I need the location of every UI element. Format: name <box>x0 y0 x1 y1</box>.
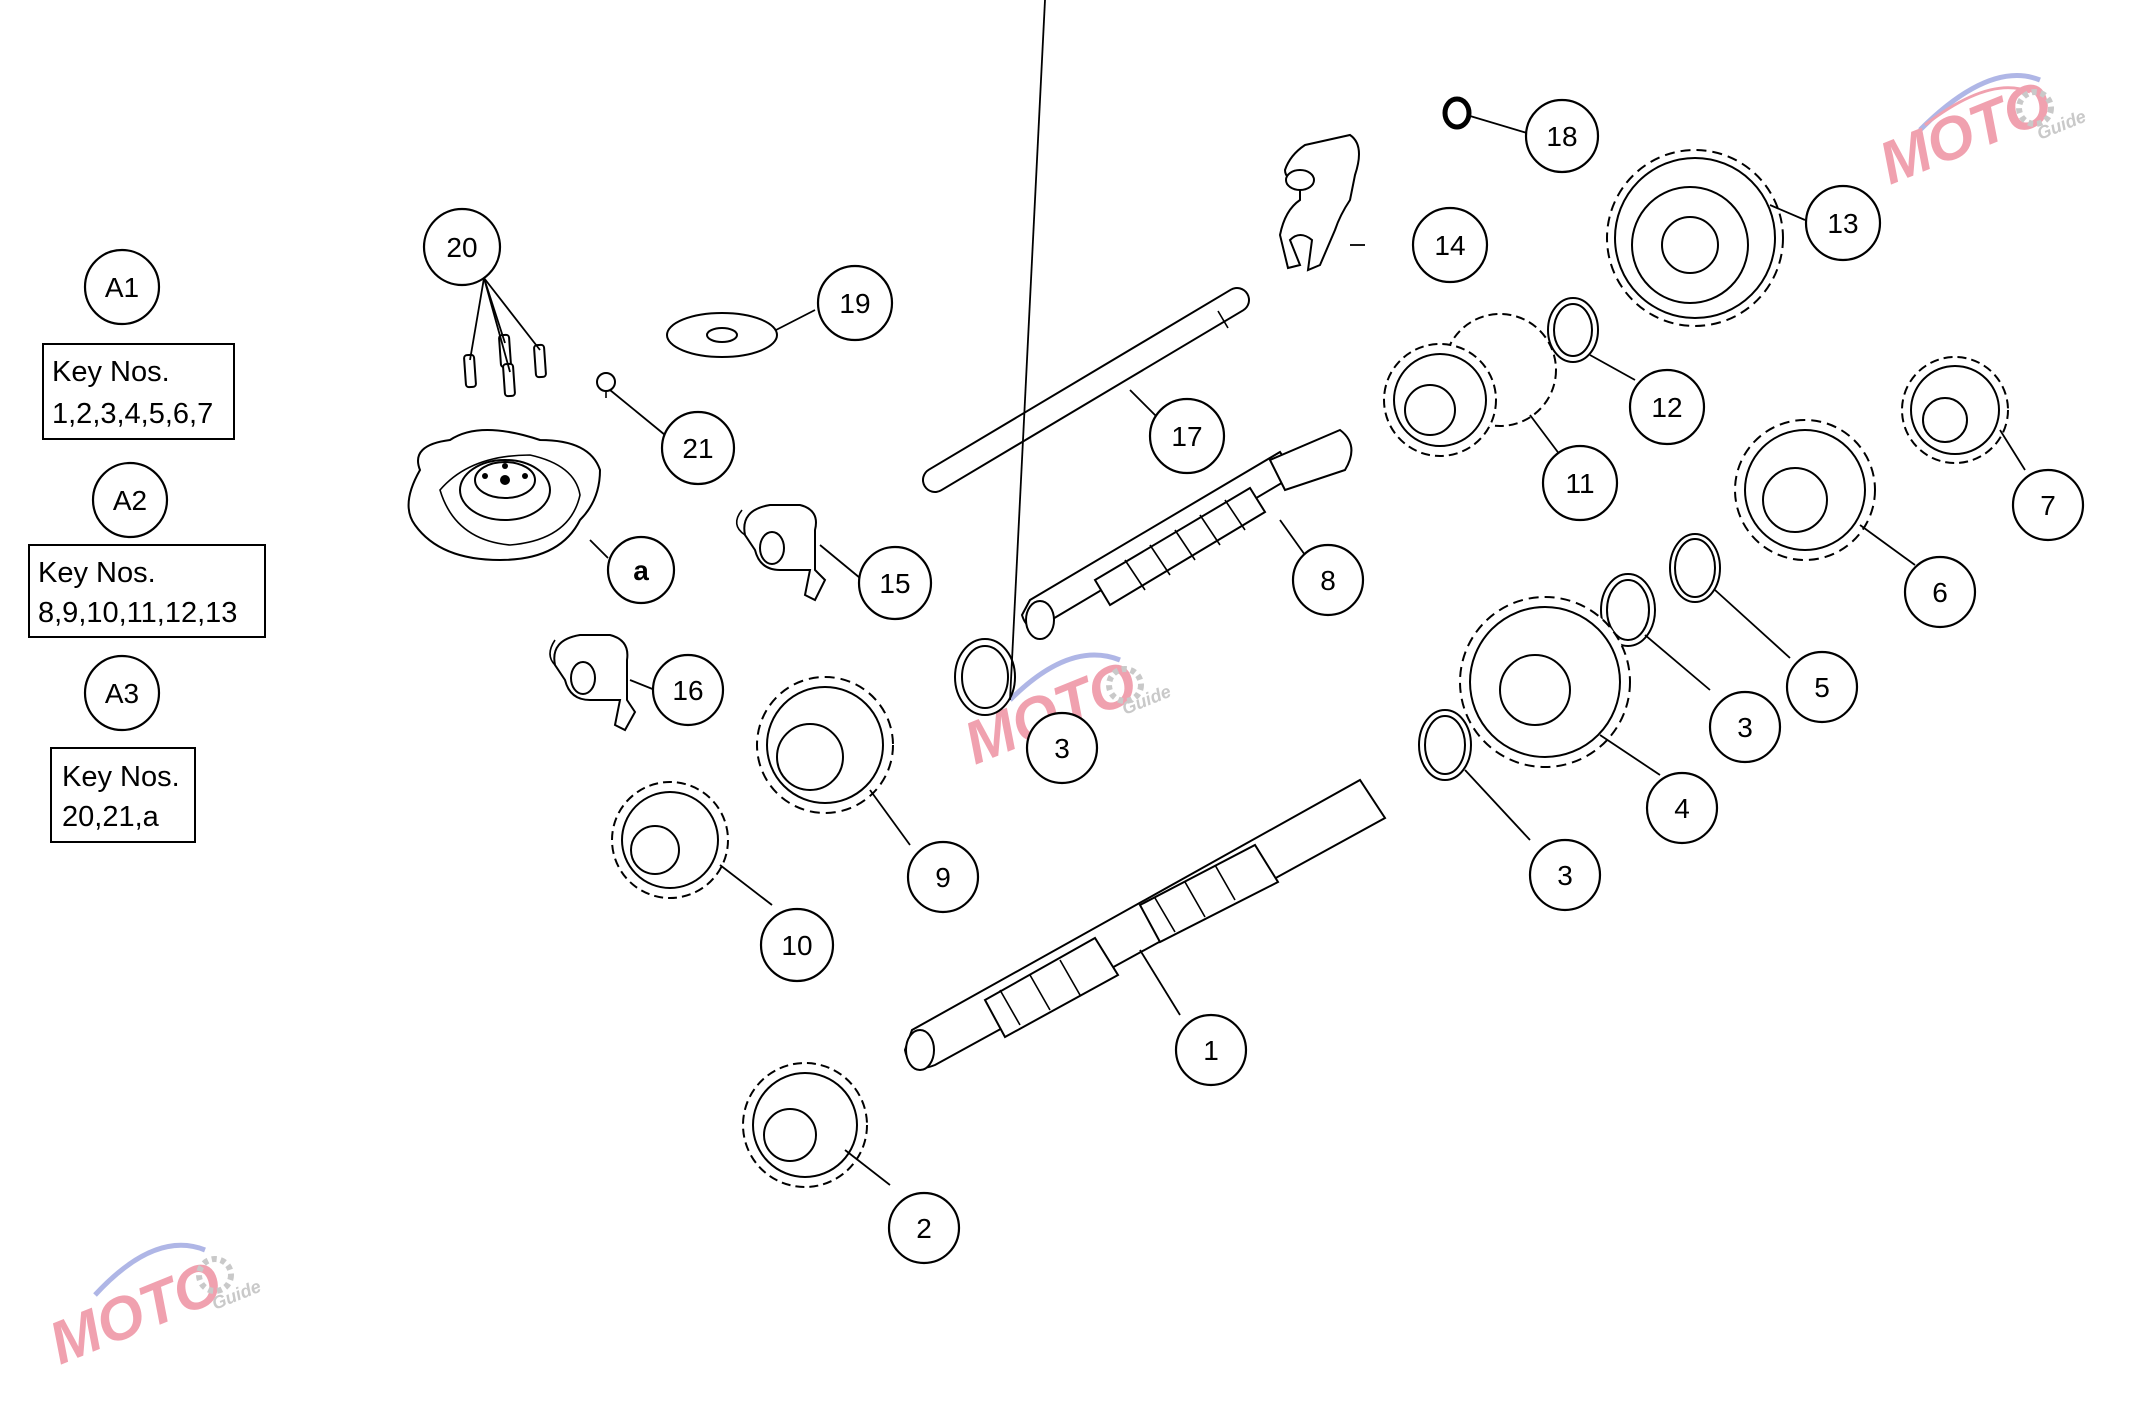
svg-text:12: 12 <box>1651 392 1682 423</box>
svg-text:11: 11 <box>1565 468 1594 499</box>
part-pins-20 <box>463 333 547 398</box>
part-ring-12 <box>1547 297 1599 363</box>
svg-text:a: a <box>633 555 649 586</box>
callout-3-lower: 3 <box>1528 838 1602 912</box>
svg-text:20,21,a: 20,21,a <box>62 801 160 833</box>
callout-11: 11 <box>1541 444 1619 522</box>
group-a3: A3 Key Nos. 20,21,a <box>50 654 196 843</box>
callout-19: 19 <box>816 264 894 342</box>
svg-text:7: 7 <box>2040 490 2056 521</box>
callout-20: 20 <box>422 207 502 287</box>
part-washer-19 <box>666 312 778 358</box>
callout-16: 16 <box>651 653 725 727</box>
part-gear-10 <box>611 781 729 899</box>
callout-14: 14 <box>1411 206 1489 284</box>
svg-text:15: 15 <box>879 568 910 599</box>
part-ring-3-lower <box>1418 709 1472 781</box>
svg-text:3: 3 <box>1054 733 1070 764</box>
callout-3-middle: 3 <box>1708 690 1782 764</box>
callout-1: 1 <box>1174 1013 1248 1087</box>
part-rod-17 <box>922 287 1250 493</box>
callout-13: 13 <box>1804 184 1882 262</box>
watermark-logo-top-right: MOTO Guide <box>1870 68 2089 197</box>
part-gear-6 <box>1734 419 1876 561</box>
part-gear-9 <box>756 676 894 814</box>
callout-2: 2 <box>887 1191 961 1265</box>
leader-lines <box>469 0 2026 1186</box>
svg-text:17: 17 <box>1171 421 1202 452</box>
part-gear-11 <box>1383 313 1557 457</box>
svg-text:3: 3 <box>1557 860 1573 891</box>
callout-6: 6 <box>1903 555 1977 629</box>
group-a1: A1 Key Nos. 1,2,3,4,5,6,7 <box>42 248 235 440</box>
part-fork-14 <box>1278 133 1360 272</box>
svg-text:Key Nos.: Key Nos. <box>52 356 170 388</box>
callout-15: 15 <box>857 545 933 621</box>
callout-21: 21 <box>660 410 736 486</box>
part-shaft-1 <box>903 778 1387 1071</box>
svg-text:3: 3 <box>1737 712 1753 743</box>
part-ring-3-middle <box>1600 573 1656 647</box>
part-gear-2 <box>742 1062 868 1188</box>
svg-text:A1: A1 <box>105 272 139 303</box>
callout-7: 7 <box>2011 468 2085 542</box>
svg-text:14: 14 <box>1434 230 1465 261</box>
part-ring-3-upper <box>954 638 1016 716</box>
svg-text:Key Nos.: Key Nos. <box>38 557 156 589</box>
watermark-logo-bottom-left: MOTO Guide <box>40 1242 264 1377</box>
svg-text:16: 16 <box>672 675 703 706</box>
callout-12: 12 <box>1628 368 1706 446</box>
svg-text:A3: A3 <box>105 678 139 709</box>
svg-text:1,2,3,4,5,6,7: 1,2,3,4,5,6,7 <box>52 398 213 430</box>
svg-text:21: 21 <box>682 433 713 464</box>
part-fork-16 <box>549 634 637 732</box>
callout-4: 4 <box>1645 771 1719 845</box>
svg-text:2: 2 <box>916 1213 932 1244</box>
callout-18: 18 <box>1524 98 1600 174</box>
svg-text:4: 4 <box>1674 793 1690 824</box>
callout-9: 9 <box>906 840 980 914</box>
svg-text:MOTO: MOTO <box>1870 68 2061 197</box>
callout-5: 5 <box>1785 650 1859 724</box>
callout-3-upper: 3 <box>1025 711 1099 785</box>
callout-17: 17 <box>1148 397 1226 475</box>
group-a2: A2 Key Nos. 8,9,10,11,12,13 <box>28 461 266 638</box>
svg-text:5: 5 <box>1814 672 1830 703</box>
part-circlip-18 <box>1442 96 1472 130</box>
part-gear-4 <box>1459 596 1631 768</box>
part-shaft-8 <box>1020 428 1353 640</box>
svg-text:9: 9 <box>935 862 951 893</box>
part-ball-21 <box>596 372 616 398</box>
svg-text:19: 19 <box>839 288 870 319</box>
callout-8: 8 <box>1291 543 1365 617</box>
callout-a: a <box>606 535 676 605</box>
svg-text:1: 1 <box>1203 1035 1219 1066</box>
svg-text:6: 6 <box>1932 577 1948 608</box>
svg-text:10: 10 <box>781 930 812 961</box>
svg-text:20: 20 <box>446 232 477 263</box>
part-selector-plate-a <box>407 429 602 562</box>
svg-text:8,9,10,11,12,13: 8,9,10,11,12,13 <box>38 597 237 629</box>
svg-text:A2: A2 <box>113 485 147 516</box>
svg-text:Key Nos.: Key Nos. <box>62 761 180 793</box>
svg-text:13: 13 <box>1827 208 1858 239</box>
svg-text:18: 18 <box>1546 121 1577 152</box>
part-fork-15 <box>735 504 827 602</box>
svg-text:8: 8 <box>1320 565 1336 596</box>
part-gear-7 <box>1901 356 2009 464</box>
part-circlip-5 <box>1669 533 1721 603</box>
callout-10: 10 <box>759 907 835 983</box>
part-gear-13 <box>1606 149 1784 327</box>
